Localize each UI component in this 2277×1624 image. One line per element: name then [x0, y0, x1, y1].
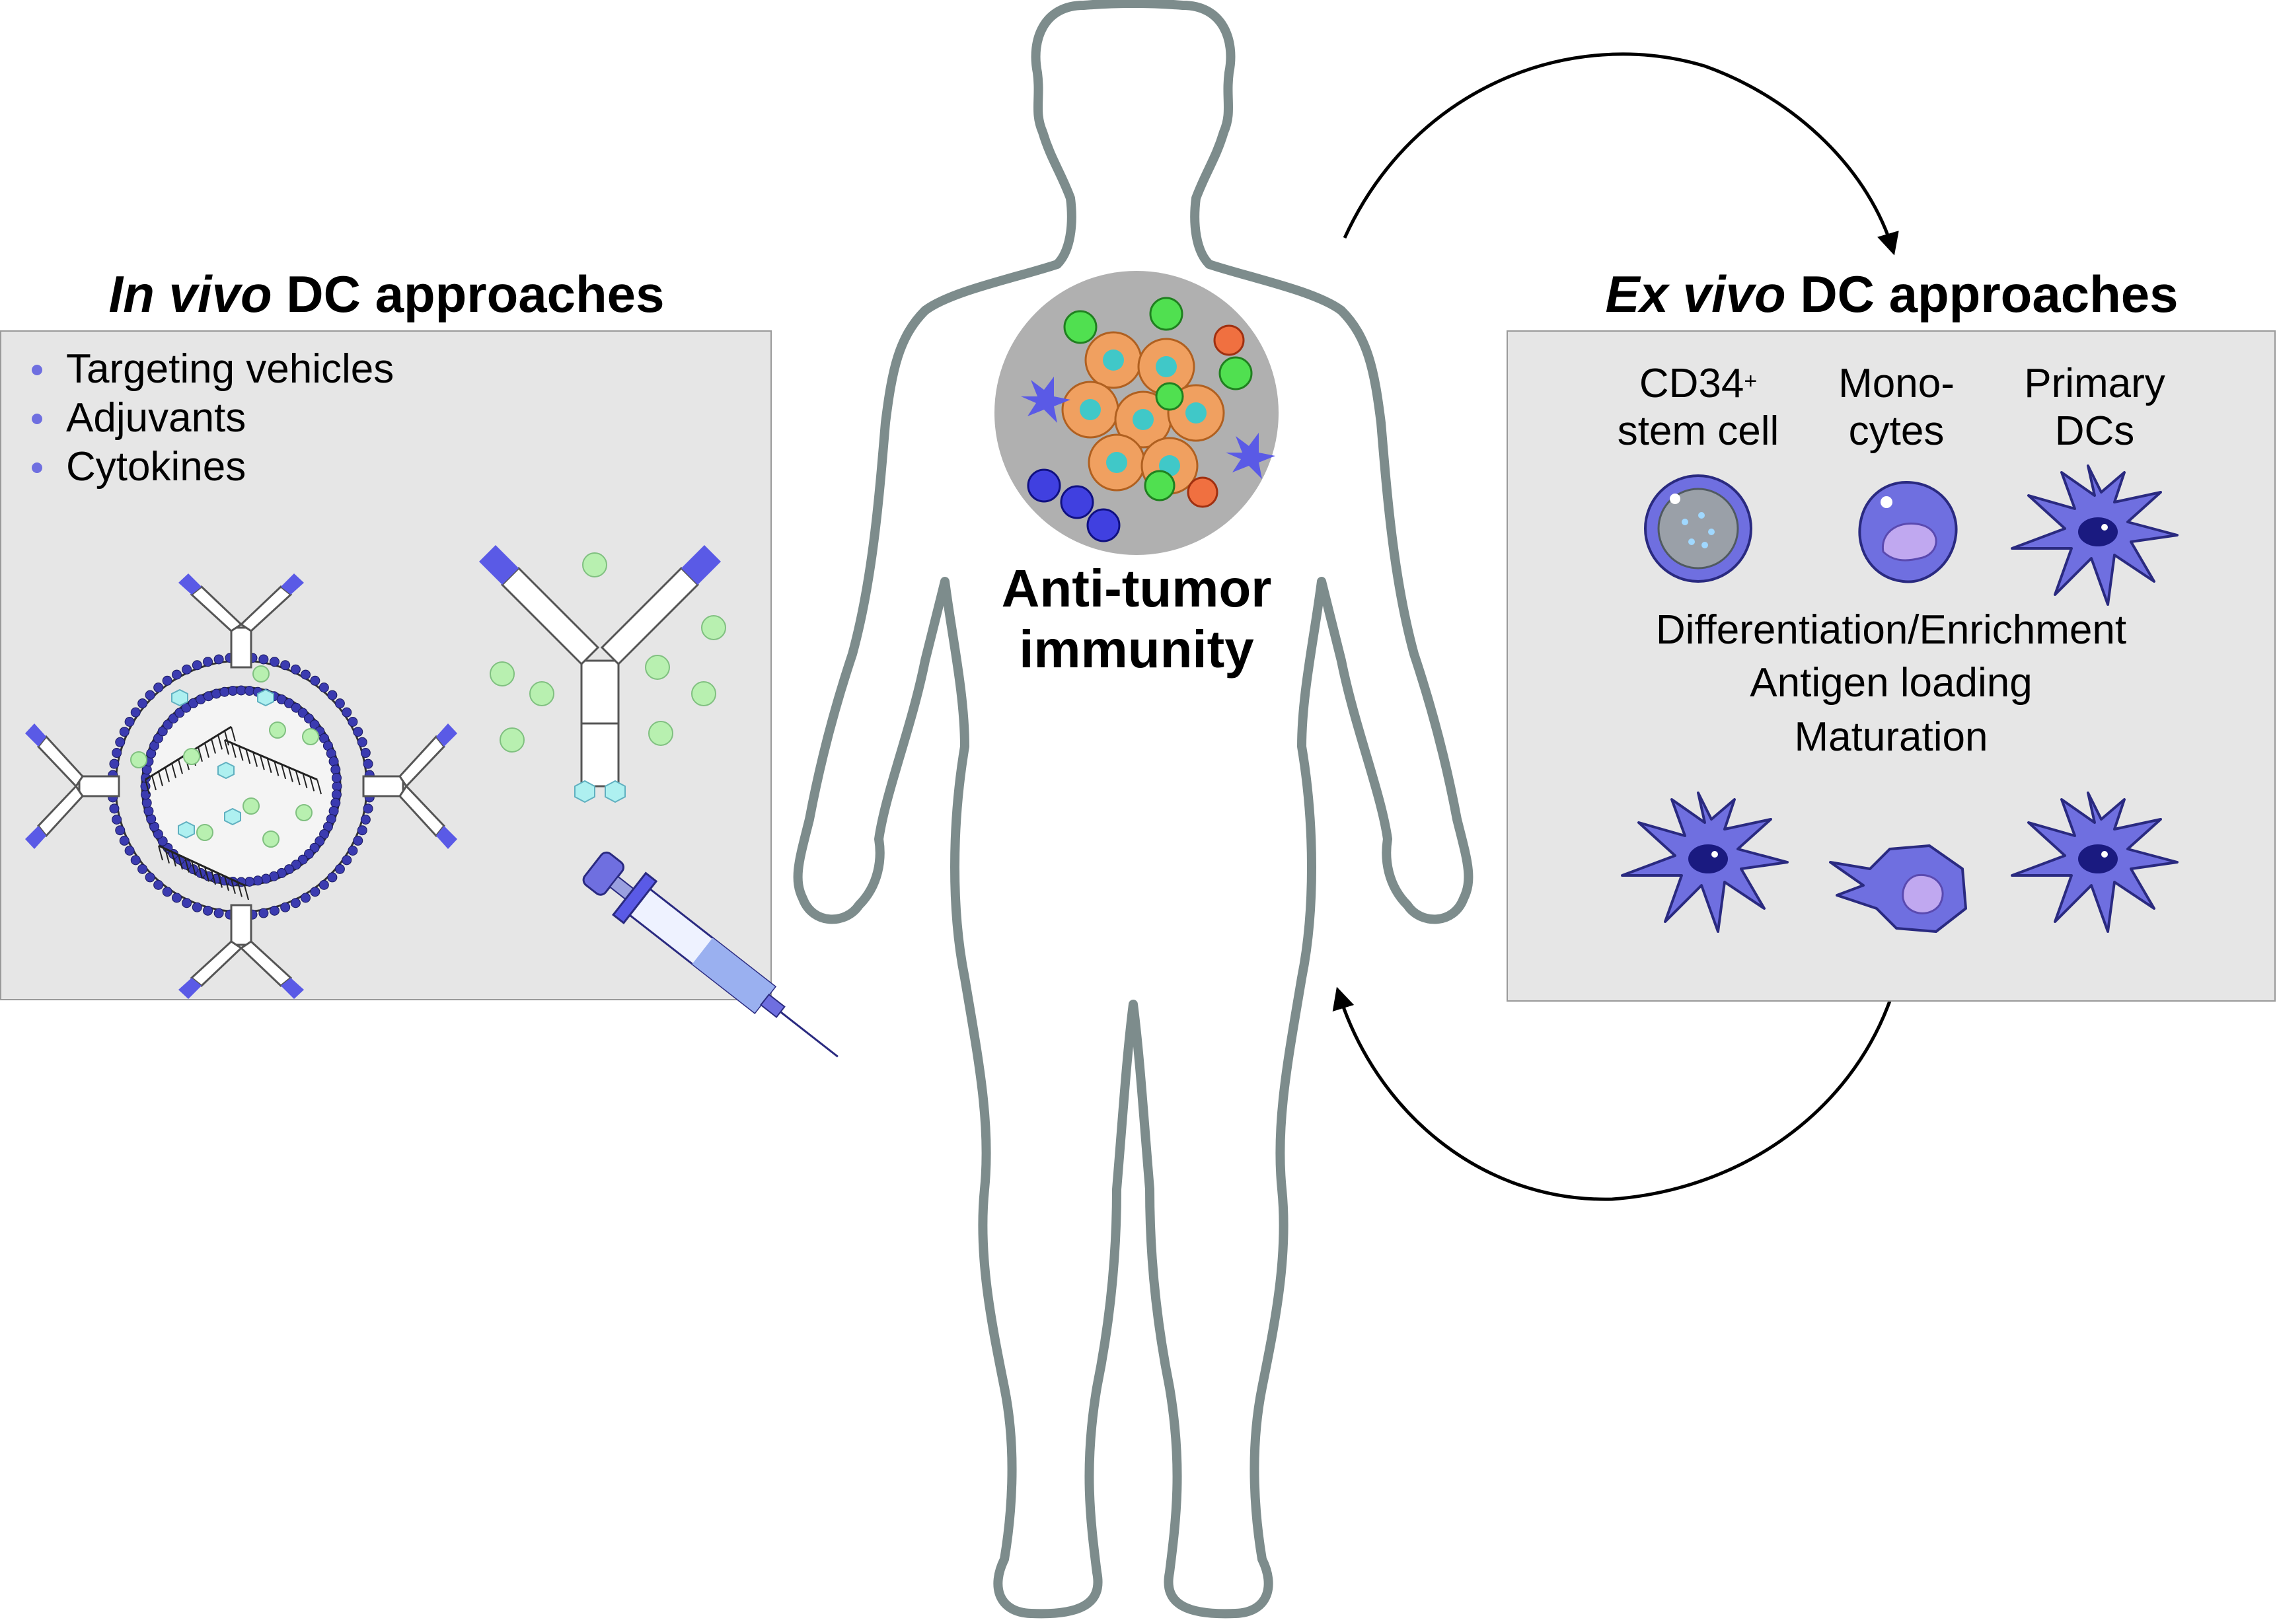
syringe-illustration	[582, 851, 839, 1058]
bullet-cytokines: Cytokines	[21, 443, 394, 492]
anti-tumor-immunity-label: Anti-tumor immunity	[1001, 559, 1272, 679]
in-vivo-title: In vivo DC approaches	[108, 265, 665, 323]
mature-dc-icon-2	[2011, 792, 2179, 933]
bullet-targeting-vehicles: Targeting vehicles	[21, 345, 394, 394]
migrating-dc-icon	[1829, 844, 1967, 933]
ex-vivo-title: Ex vivo DC approaches	[1605, 265, 2179, 323]
step-maturation: Maturation	[1794, 714, 1988, 760]
liposome-illustration	[25, 573, 457, 999]
monocyte-icon	[1858, 480, 1958, 583]
antibody-illustration	[479, 545, 726, 803]
step-differentiation: Differentiation/Enrichment	[1655, 607, 2127, 653]
label-primary-dcs: Primary DCs	[2024, 361, 2165, 454]
in-vivo-bullet-list: Targeting vehicles Adjuvants Cytokines	[21, 345, 394, 492]
label-cd34-stem-cell: CD34+ stem cell	[1617, 361, 1779, 454]
tumor-microenvironment-icon	[994, 271, 1279, 555]
primary-dc-icon	[2011, 464, 2179, 606]
mature-dc-icon-1	[1621, 792, 1789, 933]
bullet-adjuvants: Adjuvants	[21, 394, 394, 443]
label-monocytes: Mono- cytes	[1838, 361, 1955, 454]
step-antigen-loading: Antigen loading	[1750, 660, 2033, 706]
stem-cell-icon	[1644, 474, 1752, 583]
